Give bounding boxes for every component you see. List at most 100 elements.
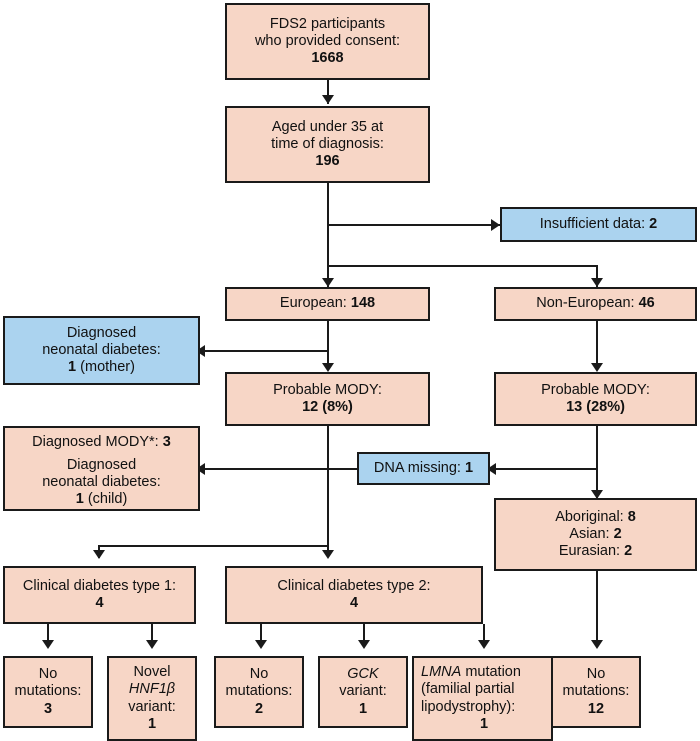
- mody-noneur-label: Probable MODY:: [541, 381, 650, 398]
- arrowhead-t1-no-mutations: [42, 640, 54, 649]
- arrowhead-european: [322, 278, 334, 287]
- arrowhead-ne-no-mutations: [591, 640, 603, 649]
- node-probable-mody-non-european: Probable MODY: 13 (28%): [494, 372, 697, 426]
- node-consent: FDS2 participants who provided consent: …: [225, 3, 430, 80]
- ethnicity-row-asian: Asian: 2: [569, 525, 622, 542]
- t2-gck-line2: variant:: [339, 683, 387, 700]
- aged-line2: time of diagnosis:: [271, 135, 384, 152]
- arrowhead-non-european: [591, 278, 603, 287]
- t1-no-mutations-value: 3: [43, 700, 53, 717]
- node-t2-gck-variant: GCK variant: 1: [318, 656, 408, 728]
- connector-t1-left-stem: [47, 624, 49, 647]
- t1-hnf1b-line1: Novel: [133, 664, 171, 681]
- connector-t2-left-stem: [260, 624, 262, 647]
- t2-no-mutations-value: 2: [254, 700, 264, 717]
- mody-noneur-value: 13 (28%): [566, 399, 625, 415]
- arrowhead-neonatal-mother: [196, 345, 205, 357]
- consent-line2: who provided consent:: [254, 32, 401, 49]
- arrowhead-t2-lmna: [478, 640, 490, 649]
- arrowhead-ethnicity-breakdown: [591, 490, 603, 499]
- connector-t2-right-stem: [483, 624, 485, 647]
- diagnosed-mody-line3: neonatal diabetes:: [42, 474, 161, 491]
- european-text: European: 148: [279, 295, 376, 312]
- aged-line1: Aged under 35 at: [271, 118, 384, 135]
- connector-dna-to-diagnosed-mody: [327, 468, 357, 470]
- mody-eur-value: 12 (8%): [302, 399, 353, 415]
- clinical-type2-value: 4: [349, 595, 359, 611]
- node-aged-under-35: Aged under 35 at time of diagnosis: 196: [225, 106, 430, 183]
- node-european: European: 148: [225, 287, 430, 321]
- connector-mody-eur-trunk: [327, 426, 329, 557]
- connector-european-trunk: [327, 320, 329, 370]
- t2-lmna-line3: lipodystrophy):: [421, 698, 516, 715]
- node-ne-no-mutations: No mutations: 12: [551, 656, 641, 728]
- connector-t2-mid-stem: [363, 624, 365, 647]
- clinical-type1-label: Clinical diabetes type 1:: [22, 577, 177, 594]
- t1-no-mutations-line2: mutations:: [14, 683, 82, 700]
- arrowhead-dna-missing: [487, 463, 496, 475]
- diagnosed-mody-value: 1 (child): [75, 491, 128, 508]
- node-clinical-type2: Clinical diabetes type 2: 4: [225, 566, 483, 624]
- dna-missing-text: DNA missing: 1: [373, 459, 474, 476]
- connector-non-european-trunk: [596, 320, 598, 370]
- t1-no-mutations-line1: No: [38, 666, 58, 683]
- ne-no-mutations-line1: No: [586, 666, 606, 683]
- arrowhead-t2-no-mutations: [255, 640, 267, 649]
- mody-eur-label: Probable MODY:: [273, 381, 382, 398]
- neonatal-mother-line1: Diagnosed: [66, 324, 137, 341]
- diagnosed-mody-line2: Diagnosed: [66, 457, 137, 474]
- node-t1-no-mutations: No mutations: 3: [3, 656, 93, 728]
- arrowhead-diagnosed-mody-child: [196, 463, 205, 475]
- arrowhead-t2-gck: [358, 640, 370, 649]
- arrowhead-aged-under-35: [322, 95, 334, 104]
- node-diagnosed-neonatal-mother: Diagnosed neonatal diabetes: 1 (mother): [3, 316, 200, 385]
- connector-to-insufficient-data: [327, 224, 500, 226]
- node-insufficient-data: Insufficient data: 2: [500, 207, 697, 242]
- neonatal-mother-line2: neonatal diabetes:: [42, 341, 161, 358]
- ethnicity-row-eurasian: Eurasian: 2: [558, 543, 633, 560]
- connector-elbow-clinical-type1: [98, 545, 328, 547]
- connector-mody-noneur-trunk: [596, 426, 598, 498]
- clinical-type2-label: Clinical diabetes type 2:: [277, 577, 431, 594]
- arrowhead-probable-mody-non-european: [591, 363, 603, 372]
- ne-no-mutations-line2: mutations:: [562, 683, 630, 700]
- connector-consent-to-aged: [327, 80, 329, 104]
- non-european-text: Non-European: 46: [536, 295, 655, 312]
- connector-to-neonatal-mother: [200, 350, 328, 352]
- connector-aged-trunk: [327, 183, 329, 287]
- ne-no-mutations-value: 12: [587, 700, 605, 717]
- node-t1-hnf1b-variant: Novel HNF1β variant: 1: [107, 656, 197, 741]
- node-non-european: Non-European: 46: [494, 287, 697, 321]
- t1-hnf1b-line3: variant:: [128, 698, 176, 715]
- arrowhead-t1-hnf1b: [146, 640, 158, 649]
- t2-gck-gene: GCK: [347, 666, 379, 683]
- connector-split-european: [327, 265, 598, 267]
- node-dna-missing: DNA missing: 1: [357, 452, 490, 485]
- t2-lmna-line2: (familial partial: [421, 681, 515, 698]
- t2-no-mutations-line2: mutations:: [225, 683, 293, 700]
- connector-to-dna-missing: [491, 468, 597, 470]
- node-t2-no-mutations: No mutations: 2: [214, 656, 304, 728]
- connector-to-diagnosed-mody-child: [200, 468, 328, 470]
- consent-value: 1668: [311, 50, 344, 67]
- neonatal-mother-value: 1 (mother): [68, 359, 135, 376]
- diagnosed-mody-line1: Diagnosed MODY*: 3: [32, 434, 171, 450]
- t1-hnf1b-gene: HNF1β: [128, 681, 176, 698]
- arrowhead-insufficient-data: [491, 219, 500, 231]
- clinical-type1-value: 4: [95, 595, 104, 611]
- connector-t1-right-stem: [151, 624, 153, 647]
- t2-lmna-value: 1: [479, 715, 489, 732]
- node-probable-mody-european: Probable MODY: 12 (8%): [225, 372, 430, 426]
- connector-ethnicity-to-no-mutations: [596, 571, 598, 647]
- node-clinical-type1: Clinical diabetes type 1: 4: [3, 566, 196, 624]
- t2-gck-value: 1: [358, 700, 368, 717]
- arrowhead-clinical-type2: [322, 550, 334, 559]
- aged-value: 196: [315, 153, 340, 170]
- t1-hnf1b-value: 1: [147, 715, 157, 732]
- t2-lmna-line1: LMNA mutation: [421, 664, 521, 681]
- arrowhead-clinical-type1: [93, 550, 105, 559]
- connector-drop-non-european: [596, 265, 598, 287]
- node-ethnicity-breakdown: Aboriginal: 8 Asian: 2 Eurasian: 2: [494, 498, 697, 571]
- ethnicity-row-aboriginal: Aboriginal: 8: [555, 508, 636, 525]
